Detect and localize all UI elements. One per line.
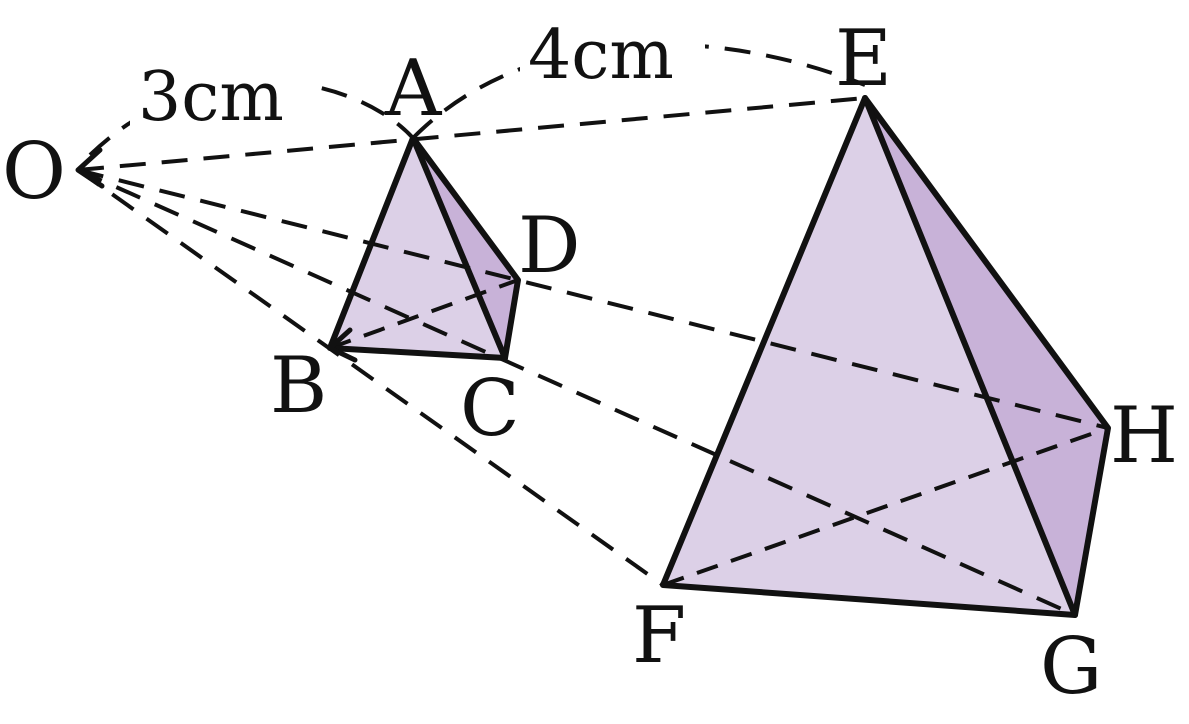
vertex-label-B: B: [270, 341, 327, 431]
vertex-label-E: E: [835, 14, 892, 104]
small-pyramid-front-face: [330, 138, 505, 358]
large-pyramid-front-face: [663, 98, 1075, 615]
ray-O-F: [76, 168, 665, 587]
vertex-label-C: C: [460, 364, 520, 454]
large-pyramid: [663, 98, 1108, 615]
arrowheads: [75, 147, 358, 363]
small-pyramid-edges: [327, 135, 521, 361]
vertex-label-O: O: [2, 127, 66, 217]
vertex-labels: O A B C D E F G H: [2, 14, 1178, 712]
ray-O-G: [77, 168, 1076, 617]
vertex-label-G: G: [1040, 622, 1102, 712]
ray-O-E: [77, 96, 866, 172]
large-edge-E-G: [862, 95, 1078, 618]
small-edge-A-C: [410, 135, 508, 361]
distance-labels: 3cm 4cm: [130, 10, 705, 137]
vertex-label-F: F: [632, 591, 686, 681]
arrowhead-at-B: [327, 327, 358, 363]
distance-OA-label: 3cm: [138, 58, 284, 137]
ray-O-H: [77, 168, 1109, 430]
vertex-label-D: D: [518, 201, 581, 291]
large-hidden-edge-F-H: [662, 426, 1109, 587]
distance-AE-bg: [520, 10, 705, 90]
distance-AE-label: 4cm: [528, 16, 674, 95]
hidden-edges: [329, 278, 1109, 587]
large-pyramid-edges: [660, 95, 1111, 618]
arrowhead-at-O: [75, 147, 105, 189]
large-pyramid-side-face: [865, 98, 1108, 615]
vertex-label-H: H: [1110, 391, 1178, 481]
vertex-label-A: A: [384, 44, 443, 134]
distance-OA-bg: [130, 55, 310, 130]
